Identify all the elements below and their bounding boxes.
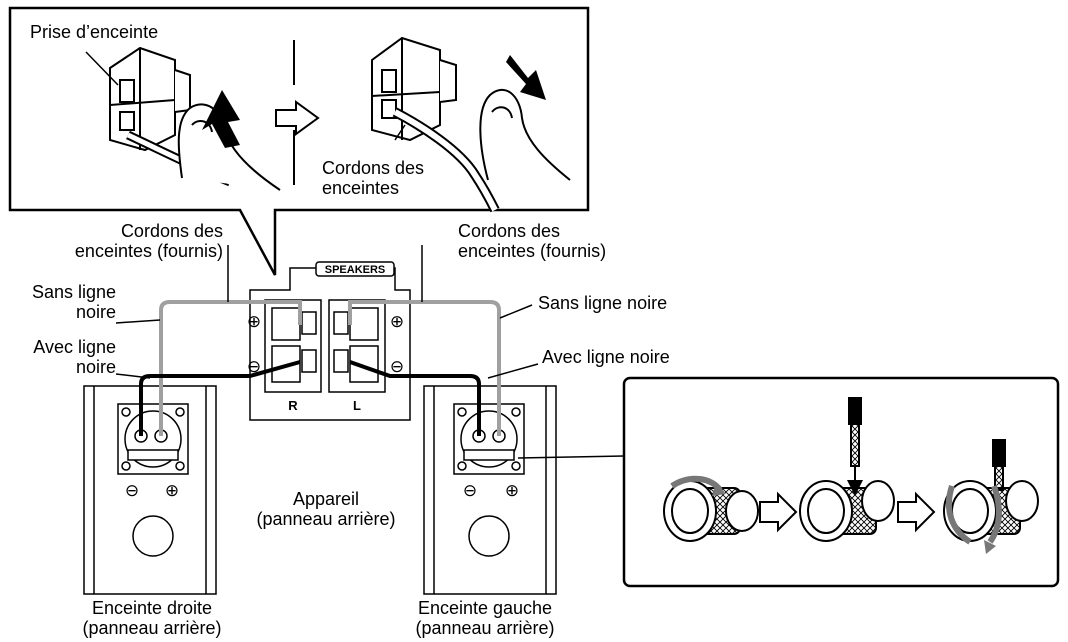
cords-supplied-right-line1: Cordons des <box>458 221 561 241</box>
binding-callout-pointer <box>517 455 625 459</box>
leader-black-left <box>115 373 151 379</box>
unit-label: Appareil (panneau arrière) <box>226 489 426 529</box>
cords-supplied-left-line2: enceintes (fournis) <box>74 241 223 261</box>
black-line-right-label: Avec ligne noire <box>542 347 670 367</box>
right-speaker-label-line1: Enceinte droite <box>91 598 213 618</box>
right-speaker-label: Enceinte droite (panneau arrière) <box>52 598 252 638</box>
left-speaker-label: Enceinte gauche (panneau arrière) <box>385 598 585 638</box>
step1-speaker-plug <box>109 46 191 152</box>
cords-leader-line <box>394 124 406 141</box>
cords-label-line1: Cordons des <box>322 158 425 178</box>
no-black-line-left-line1: Sans ligne <box>31 282 116 302</box>
panel-l-label: L <box>353 398 361 413</box>
leader-no-black-left <box>115 319 161 324</box>
binding-arrow-1 <box>759 491 798 533</box>
no-black-line-left-label: Sans ligne noire <box>32 282 116 322</box>
right-speaker-label-line2: (panneau arrière) <box>82 618 222 638</box>
left-speaker-label-line1: Enceinte gauche <box>417 598 553 618</box>
panel-minus-r: ⊖ <box>247 357 261 376</box>
panel-terminal-r <box>264 299 322 393</box>
cords-supplied-right-label: Cordons des enceintes (fournis) <box>458 221 606 261</box>
step1-finger <box>177 103 281 191</box>
binding-step1 <box>663 475 759 542</box>
grey-cord-left <box>348 300 501 436</box>
no-black-line-right-label: Sans ligne noire <box>538 293 668 313</box>
step2-cord <box>392 107 500 213</box>
left-speaker-cabinet <box>423 385 557 595</box>
panel-minus-l: ⊖ <box>390 357 404 376</box>
binding-step2 <box>799 397 895 542</box>
left-speaker-plus: ⊕ <box>505 481 519 500</box>
plug-leader-line <box>85 51 119 86</box>
leader-no-black-right <box>499 304 533 319</box>
cords-supplied-right-line2: enceintes (fournis) <box>458 241 607 261</box>
unit-label-line2: (panneau arrière) <box>256 509 396 529</box>
black-line-left-label: Avec ligne noire <box>33 337 116 377</box>
cords-supplied-left-line1: Cordons des <box>120 221 223 241</box>
panel-terminal-l <box>328 299 386 393</box>
step1-press-arrow <box>202 90 240 148</box>
left-speaker-label-line2: (panneau arrière) <box>415 618 555 638</box>
binding-arrow-2 <box>897 491 936 533</box>
right-speaker-minus: ⊖ <box>125 481 139 500</box>
cords-label: Cordons des enceintes <box>322 158 424 198</box>
black-line-left-line1: Avec ligne <box>33 337 116 357</box>
no-black-line-left-line2: noire <box>75 302 116 322</box>
cords-label-line2: enceintes <box>322 178 400 198</box>
right-speaker-cabinet <box>83 385 217 595</box>
cords-supplied-left-label: Cordons des enceintes (fournis) <box>75 221 223 261</box>
panel-plus-l: ⊕ <box>390 312 404 331</box>
unit-label-line1: Appareil <box>292 489 360 509</box>
panel-plus-r: ⊕ <box>247 312 261 331</box>
plug-label: Prise d’enceinte <box>30 22 159 42</box>
binding-step3 <box>943 439 1039 554</box>
speakers-label-box <box>315 261 395 277</box>
step-arrow-icon <box>275 100 320 136</box>
right-speaker-plus: ⊕ <box>165 481 179 500</box>
step2-finger <box>479 88 571 181</box>
leader-black-right <box>487 363 539 379</box>
step2-release-arrow <box>506 55 546 100</box>
step2-speaker-plug <box>371 36 457 142</box>
black-cord-left <box>349 360 481 436</box>
black-line-left-line2: noire <box>75 357 116 377</box>
left-speaker-minus: ⊖ <box>463 481 477 500</box>
panel-r-label: R <box>288 398 298 413</box>
grey-cord-right <box>159 300 302 436</box>
speakers-label: SPEAKERS <box>325 264 386 276</box>
